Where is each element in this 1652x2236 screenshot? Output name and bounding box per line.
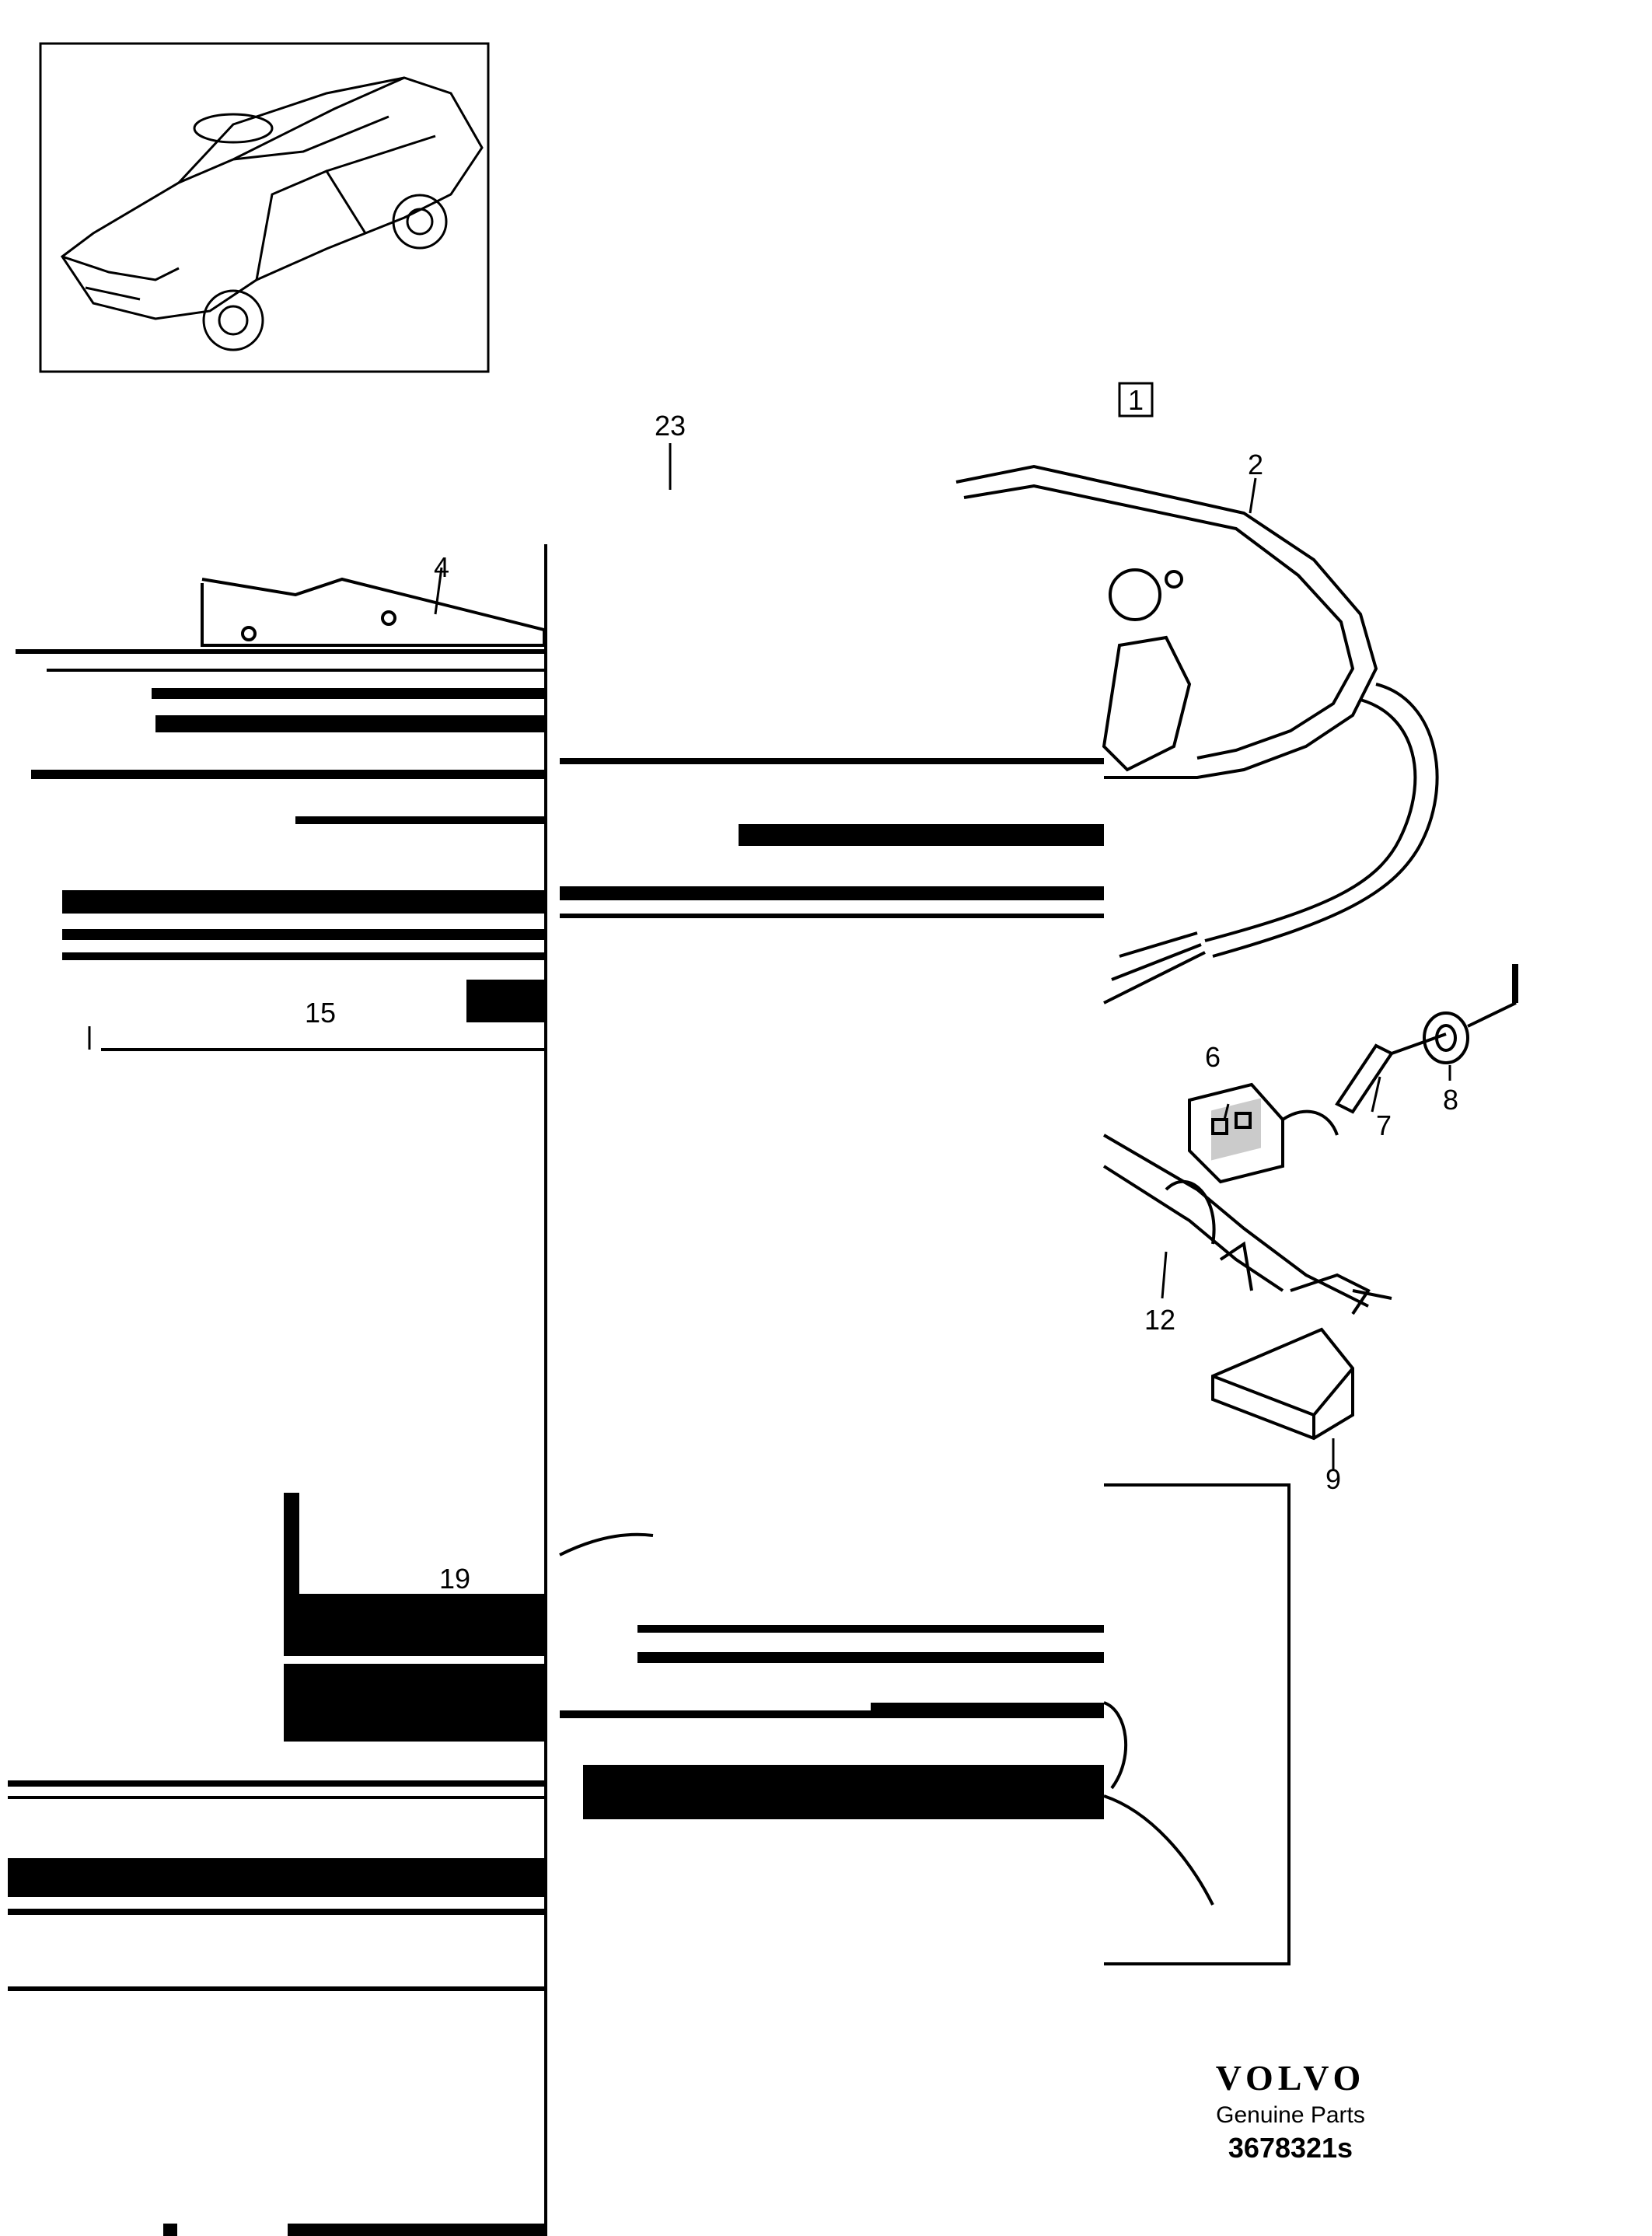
callout-7: 7 bbox=[1376, 1109, 1392, 1141]
wiring-loom bbox=[1102, 1134, 1392, 1315]
connector bbox=[1188, 1082, 1339, 1184]
callout-9: 9 bbox=[1325, 1463, 1341, 1495]
brand-block: VOLVO Genuine Parts 3678321s bbox=[1151, 2060, 1430, 2164]
grommet bbox=[1423, 1001, 1517, 1064]
callout-4: 4 bbox=[434, 551, 449, 583]
part-number: 3678321s bbox=[1228, 2132, 1353, 2164]
callout-12: 12 bbox=[1144, 1304, 1175, 1336]
mounting-bracket bbox=[201, 577, 546, 647]
panel-strips bbox=[16, 649, 1104, 1051]
lamp-housing bbox=[955, 464, 1439, 1004]
leader-lines bbox=[88, 443, 1451, 1469]
vehicle-thumbnail bbox=[39, 42, 490, 373]
reference-box: 1 bbox=[1118, 382, 1154, 418]
cover bbox=[1211, 1327, 1354, 1441]
lower-strips bbox=[8, 544, 1104, 2236]
wire-bars bbox=[1512, 964, 1518, 1003]
callout-19: 19 bbox=[439, 1563, 470, 1595]
terminal bbox=[1335, 1032, 1447, 1114]
callout-6: 6 bbox=[1205, 1041, 1221, 1073]
callout-23: 23 bbox=[655, 410, 686, 442]
svg-text:1: 1 bbox=[1128, 384, 1144, 416]
callout-15: 15 bbox=[305, 997, 336, 1029]
callout-8: 8 bbox=[1443, 1084, 1458, 1116]
detail-frame bbox=[559, 1483, 1291, 1965]
volvo-logo: VOLVO bbox=[1215, 2058, 1366, 2098]
brand-subtitle: Genuine Parts bbox=[1216, 2102, 1365, 2128]
callout-2: 2 bbox=[1248, 449, 1263, 480]
